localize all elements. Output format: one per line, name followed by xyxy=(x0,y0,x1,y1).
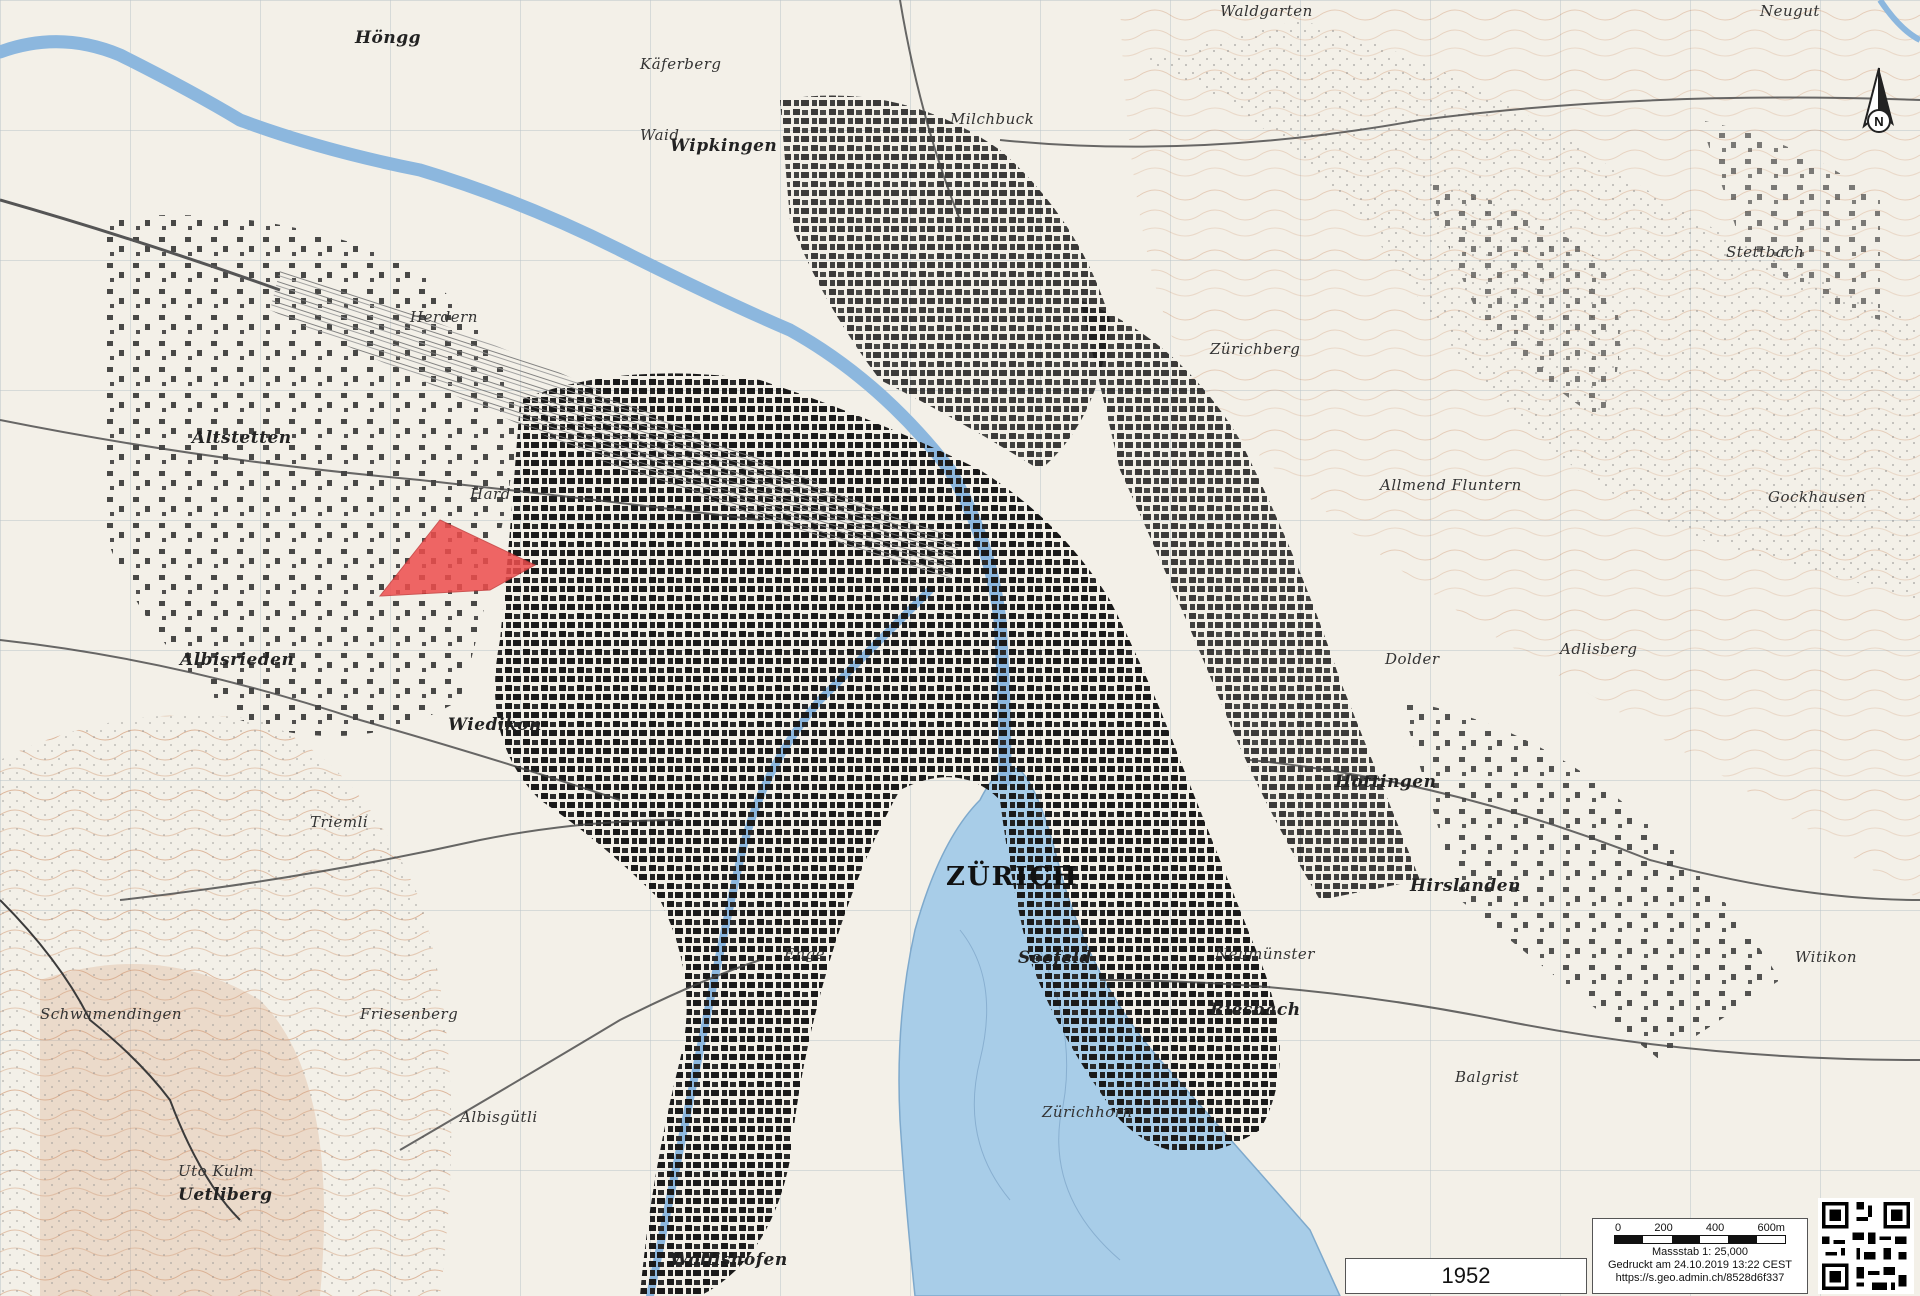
place-label: Dolder xyxy=(1385,650,1440,668)
place-label: Gockhausen xyxy=(1768,488,1867,506)
scale-tick: 600m xyxy=(1757,1222,1785,1234)
place-label: Höngg xyxy=(355,28,422,48)
north-label: N xyxy=(1874,114,1883,129)
place-label: Milchbuck xyxy=(950,110,1035,128)
highlighted-parcel[interactable] xyxy=(378,519,537,597)
place-label: Triemli xyxy=(310,813,369,831)
place-label: Riesbach xyxy=(1210,1000,1301,1020)
place-label: Hard xyxy=(470,485,511,503)
print-timestamp: Gedruckt am 24.10.2019 13:22 CEST xyxy=(1607,1259,1793,1271)
place-label: Schwamendingen xyxy=(40,1005,183,1023)
place-label: Balgrist xyxy=(1455,1068,1520,1086)
scale-ticks: 0 200 400 600m xyxy=(1615,1222,1785,1234)
map-url-link[interactable]: https://s.geo.admin.ch/8528d6f337 xyxy=(1615,1272,1785,1284)
place-label: Hirslanden xyxy=(1410,876,1521,896)
qr-code-icon[interactable] xyxy=(1818,1198,1914,1294)
place-label: Seefeld xyxy=(1018,948,1092,968)
city-label-zurich: ZÜRICH xyxy=(946,862,1079,892)
place-label: Uto Kulm xyxy=(178,1162,255,1180)
place-label: Hottingen xyxy=(1335,772,1437,792)
place-label: Uetliberg xyxy=(178,1185,273,1205)
north-arrow-icon: N xyxy=(1862,67,1894,133)
scale-tick: 200 xyxy=(1654,1222,1673,1234)
place-label: Altstetten xyxy=(192,428,292,448)
place-label: Witikon xyxy=(1795,948,1858,966)
place-label: Zürichhorn xyxy=(1042,1103,1133,1121)
place-label: Albisrieden xyxy=(180,650,295,670)
place-label: Waid xyxy=(640,126,680,144)
place-label: Käferberg xyxy=(640,55,722,73)
place-label: Wollishofen xyxy=(670,1250,788,1270)
scale-ratio: Massstab 1: 25,000 xyxy=(1651,1246,1748,1258)
place-label: Neugut xyxy=(1760,2,1820,20)
scale-tick: 0 xyxy=(1615,1222,1622,1234)
place-label: Neumünster xyxy=(1215,945,1315,963)
scale-box: 0 200 400 600m Massstab 1: 25,000 Gedruc… xyxy=(1592,1218,1808,1294)
scale-bar xyxy=(1614,1235,1786,1244)
place-label: Wipkingen xyxy=(670,136,778,156)
place-label: Allmend Fluntern xyxy=(1380,476,1522,494)
place-label: Albisgütli xyxy=(460,1108,538,1126)
place-label: Stettbach xyxy=(1726,243,1805,261)
place-label: Enge xyxy=(784,945,826,963)
place-label: Friesenberg xyxy=(360,1005,459,1023)
place-label: Wiedikon xyxy=(448,715,542,735)
place-label: Adlisberg xyxy=(1560,640,1638,658)
scale-tick: 400 xyxy=(1705,1222,1725,1234)
place-label: Zürichberg xyxy=(1210,340,1301,358)
year-label: 1952 xyxy=(1345,1258,1587,1294)
place-label: Herdern xyxy=(410,308,478,326)
place-label: Waldgarten xyxy=(1220,2,1313,20)
